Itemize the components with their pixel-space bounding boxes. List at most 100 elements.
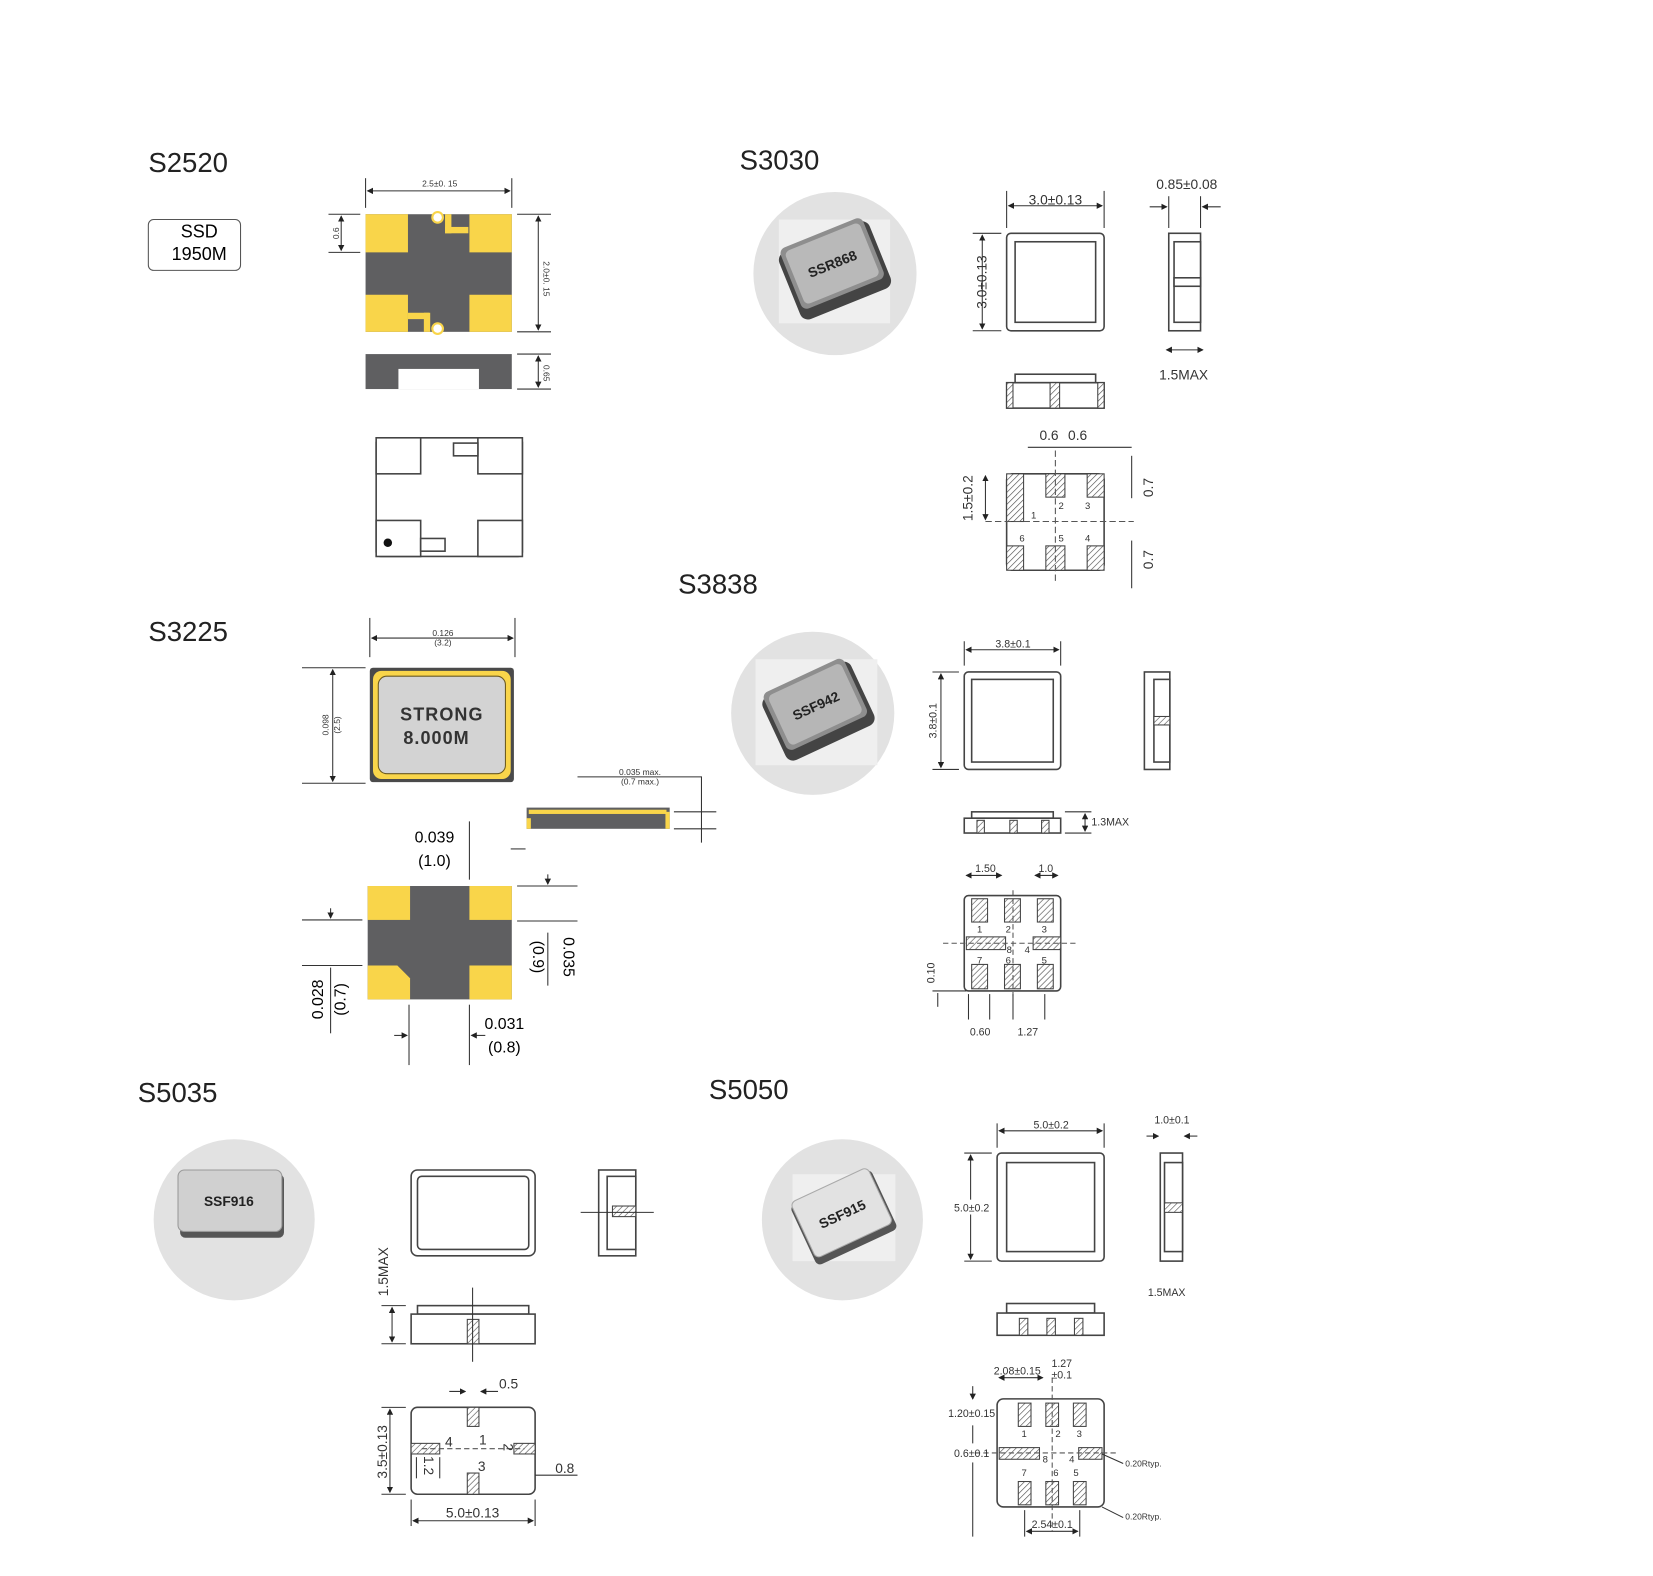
section-title: S3030 [740,145,820,176]
top-view [365,211,512,336]
dim-width: 5.0±0.2 [1034,1120,1069,1132]
pad-layout: 1 2 3 4 5 6 7 8 [943,890,1076,997]
dim-height: 2.0±0. 15 [542,261,552,297]
pin-label: 4 [1025,945,1031,956]
section-s3225: S3225 STRONG 8.000M 0.126 (3.2) 0.098 (2… [148,616,717,1066]
pin1-marker-icon [383,538,393,547]
pin-label: 6 [1006,955,1011,966]
pin-label: 2 [1055,1429,1060,1440]
dim-height: 3.8±0.1 [928,703,940,738]
top-view: STRONG 8.000M [369,667,514,783]
dim-width-in: 0.126 [432,628,453,638]
dim-pitch-b: ±0.1 [1051,1370,1072,1382]
dim-pad: 0.6 [331,227,341,239]
dim-pad-width: 0.5 [499,1376,518,1391]
pin-label: 3 [1085,501,1090,512]
dim-pad-height: 1.20±0.15 [948,1408,995,1420]
section-s2520: S2520 SSD 1950M 2.5±0. 15 0.6 2.0±0. 15 … [147,147,552,558]
section-s3030: S3030 SSR868 3.0±0.13 3.0±0.13 0.85±0.08… [740,145,1221,589]
side-view [1167,232,1202,332]
side-view [1143,671,1171,771]
bottom-view [375,437,524,558]
dim-height-mm: (2.5) [332,716,342,734]
dim-thickness-in: 0.035 max. [619,767,661,777]
bottom-view [367,886,512,1000]
pin-label: 5 [1059,534,1064,545]
pin-label: 4 [1069,1454,1075,1465]
section-title: S3225 [148,616,228,647]
dim-side-width: 0.85±0.08 [1156,177,1217,192]
pin-label: 1 [479,1432,487,1447]
pad-layout: 1 2 3 4 [410,1406,536,1496]
dim-radius-1: 0.20Rtyp. [1125,1459,1161,1469]
pin-label: 1 [1031,510,1036,521]
dim-pad-width2: 1.0 [1038,863,1053,875]
front-view [963,811,1062,834]
dim-pad-height-mm: (0.9) [529,941,546,974]
dim-pad-x: 0.60 [970,1026,991,1038]
product-photo: SSR868 [753,191,917,356]
section-s5050: S5050 SSF915 5.0±0.2 5.0±0.2 1.0±0.1 1.5… [709,1074,1198,1537]
pin-label: 2 [500,1443,515,1451]
pin-label: 8 [1007,945,1012,956]
dim-radius-2: 0.20Rtyp. [1125,1512,1161,1522]
part-label-box [147,218,242,271]
pin-label: 2 [1006,925,1011,936]
dim-max-height: 1.5MAX [376,1247,391,1296]
pin-label: 4 [1085,534,1091,545]
dim-max-height: 1.5MAX [1159,368,1208,383]
dim-max-height: 1.3MAX [1091,817,1129,829]
dim-height-in: 0.098 [320,714,330,735]
front-view [996,1302,1105,1337]
pin-label: 2 [1059,501,1064,512]
pin-label: 4 [445,1435,453,1450]
pin-label: 7 [977,955,982,966]
section-s3838: S3838 SSF942 3.8±0.1 3.8±0.1 1.3MAX [678,569,1171,1038]
dim-pitch-a: 1.27 [1051,1358,1072,1370]
dim-width: 3.8±0.1 [995,639,1030,651]
dim-gap-in: 0.028 [310,979,327,1019]
dim-pad-height: 1.2 [421,1456,436,1475]
pin-label: 3 [478,1459,486,1474]
dim-width-mm: (3.2) [434,637,452,647]
part-label-line1: SSD [181,222,218,242]
section-title: S3838 [678,569,758,600]
product-photo: SSF942 [731,631,895,795]
dim-pad-a: 0.6 [1039,428,1058,443]
part-label-line2: 1950M [172,244,227,264]
dim-pad-width-in: 0.039 [415,830,455,847]
dim-height: 3.0±0.13 [975,255,990,309]
dim-gap-width-in: 0.031 [485,1016,525,1033]
dim-center-pad: 0.6±0.1 [954,1448,989,1460]
front-view [410,1304,536,1345]
side-view [526,807,670,829]
chip-marking-line2: 8.000M [403,728,469,748]
pad-layout: 1 2 3 4 5 6 [985,450,1134,583]
dim-width: 5.0±0.13 [446,1506,500,1521]
pin-label: 7 [1021,1468,1026,1479]
dim-thickness-mm: (0.7 max.) [621,776,659,786]
pin-label: 1 [977,925,982,936]
pin-label: 5 [1042,955,1047,966]
dim-pad-width-mm: (1.0) [418,853,451,870]
side-view [365,354,512,390]
pin-label: 6 [1019,534,1024,545]
dim-thickness: 0.65 [542,365,552,382]
dim-edge: 0.10 [926,962,938,983]
pin-label: 3 [1042,925,1047,936]
product-photo: SSF915 [761,1139,923,1301]
pad-layout: 1 2 3 4 5 6 7 8 [974,1377,1118,1532]
dim-width: 2.5±0. 15 [422,179,458,189]
front-view [1005,373,1105,409]
chip-marking-line1: STRONG [400,705,483,725]
dim-pitch: 1.27 [1018,1026,1039,1038]
dim-pitch2: 2.54±0.1 [1032,1519,1073,1531]
dim-pad-side: 0.8 [555,1461,574,1476]
dim-gap-width-mm: (0.8) [488,1039,521,1056]
dim-pad-height-in: 0.035 [560,937,577,977]
pin-label: 1 [1021,1429,1026,1440]
pin-label: 6 [1053,1468,1058,1479]
pin-label: 8 [1043,1454,1048,1465]
dim-pad-h2: 0.7 [1141,550,1156,569]
